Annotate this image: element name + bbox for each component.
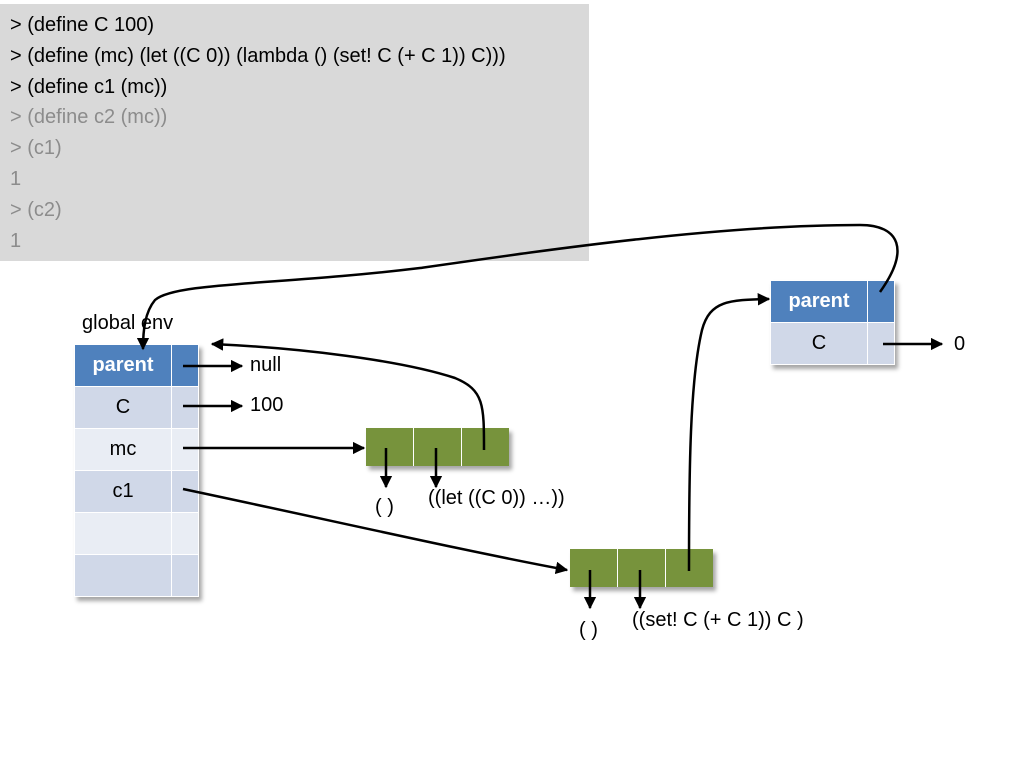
repl-line: 1 <box>10 167 22 190</box>
frame-row: C <box>74 386 199 429</box>
frame-var-name: C <box>74 386 172 429</box>
frame-pointer-cell <box>171 554 199 597</box>
frame-var-name: mc <box>74 428 172 471</box>
let-env-frame: parent C <box>770 280 895 365</box>
repl-line: 1 <box>10 229 22 252</box>
frame-row-parent: parent <box>74 344 199 387</box>
global-env-title: global env <box>82 312 174 334</box>
frame-pointer-cell <box>867 280 895 323</box>
closure-env-cell <box>462 428 509 466</box>
repl-line: > (c1) <box>10 137 62 160</box>
arrow-c1-closure <box>182 487 569 575</box>
frame-var-name <box>74 512 172 555</box>
c-value-global: 100 <box>250 394 284 416</box>
repl-line: > (define c2 (mc)) <box>10 106 168 129</box>
closure-body-cell <box>414 428 462 466</box>
arrow-let-parent-global <box>136 223 899 351</box>
frame-row <box>74 512 199 555</box>
closure-c1-body: ((set! C (+ C 1)) C ) <box>632 609 804 631</box>
repl-line: > (define c1 (mc)) <box>10 75 168 98</box>
frame-parent-label: parent <box>770 280 868 323</box>
frame-row <box>74 554 199 597</box>
arrow-c1-env-let <box>687 293 771 572</box>
arrow-mc-env-global <box>210 338 486 451</box>
frame-var-name: C <box>770 322 868 365</box>
null-value: null <box>250 354 282 376</box>
frame-pointer-cell <box>171 428 199 471</box>
closure-mc <box>366 428 509 466</box>
closure-mc-params: ( ) <box>375 496 394 518</box>
repl-transcript: > (define C 100) > (define (mc) (let ((C… <box>0 4 589 261</box>
repl-line: > (define C 100) <box>10 14 154 36</box>
repl-line: > (define (mc) (let ((C 0)) (lambda () (… <box>10 44 506 67</box>
frame-parent-label: parent <box>74 344 172 387</box>
repl-line: > (c2) <box>10 198 62 221</box>
frame-row-parent: parent <box>770 280 895 323</box>
closure-body-cell <box>618 549 666 587</box>
global-env-frame: parent C mc c1 <box>74 344 199 597</box>
closure-params-cell <box>366 428 414 466</box>
closure-mc-body: ((let ((C 0)) …)) <box>428 487 565 509</box>
closure-c1-params: ( ) <box>579 619 598 641</box>
frame-var-name <box>74 554 172 597</box>
frame-row: mc <box>74 428 199 471</box>
c-value-let: 0 <box>954 333 966 355</box>
frame-row: C <box>770 322 895 365</box>
frame-pointer-cell <box>171 512 199 555</box>
frame-pointer-cell <box>171 386 199 429</box>
closure-params-cell <box>570 549 618 587</box>
